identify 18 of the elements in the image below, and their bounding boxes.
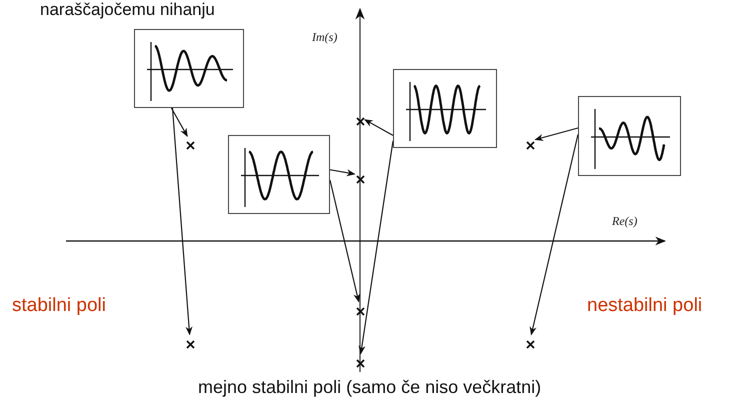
waveform-plot xyxy=(393,69,497,148)
arrow xyxy=(172,108,193,336)
waveform-plot xyxy=(578,96,681,176)
arrow xyxy=(170,108,188,137)
region-label: mejno stabilni poli (samo če niso večkratni) xyxy=(198,377,542,398)
region-label: nestabilni poli xyxy=(587,295,702,317)
axis-label: Re(s) xyxy=(612,214,638,229)
arrow xyxy=(330,169,356,176)
arrow xyxy=(358,140,394,354)
waveform-plot xyxy=(134,29,244,108)
waveform-plot xyxy=(228,135,330,214)
arrow xyxy=(329,180,360,302)
arrow xyxy=(530,134,579,336)
region-label: stabilni poli xyxy=(12,295,106,317)
heading: naraščajočemu nihanju xyxy=(40,0,215,19)
arrow xyxy=(364,119,394,136)
arrow xyxy=(534,127,578,141)
axis-label: Im(s) xyxy=(312,30,338,45)
